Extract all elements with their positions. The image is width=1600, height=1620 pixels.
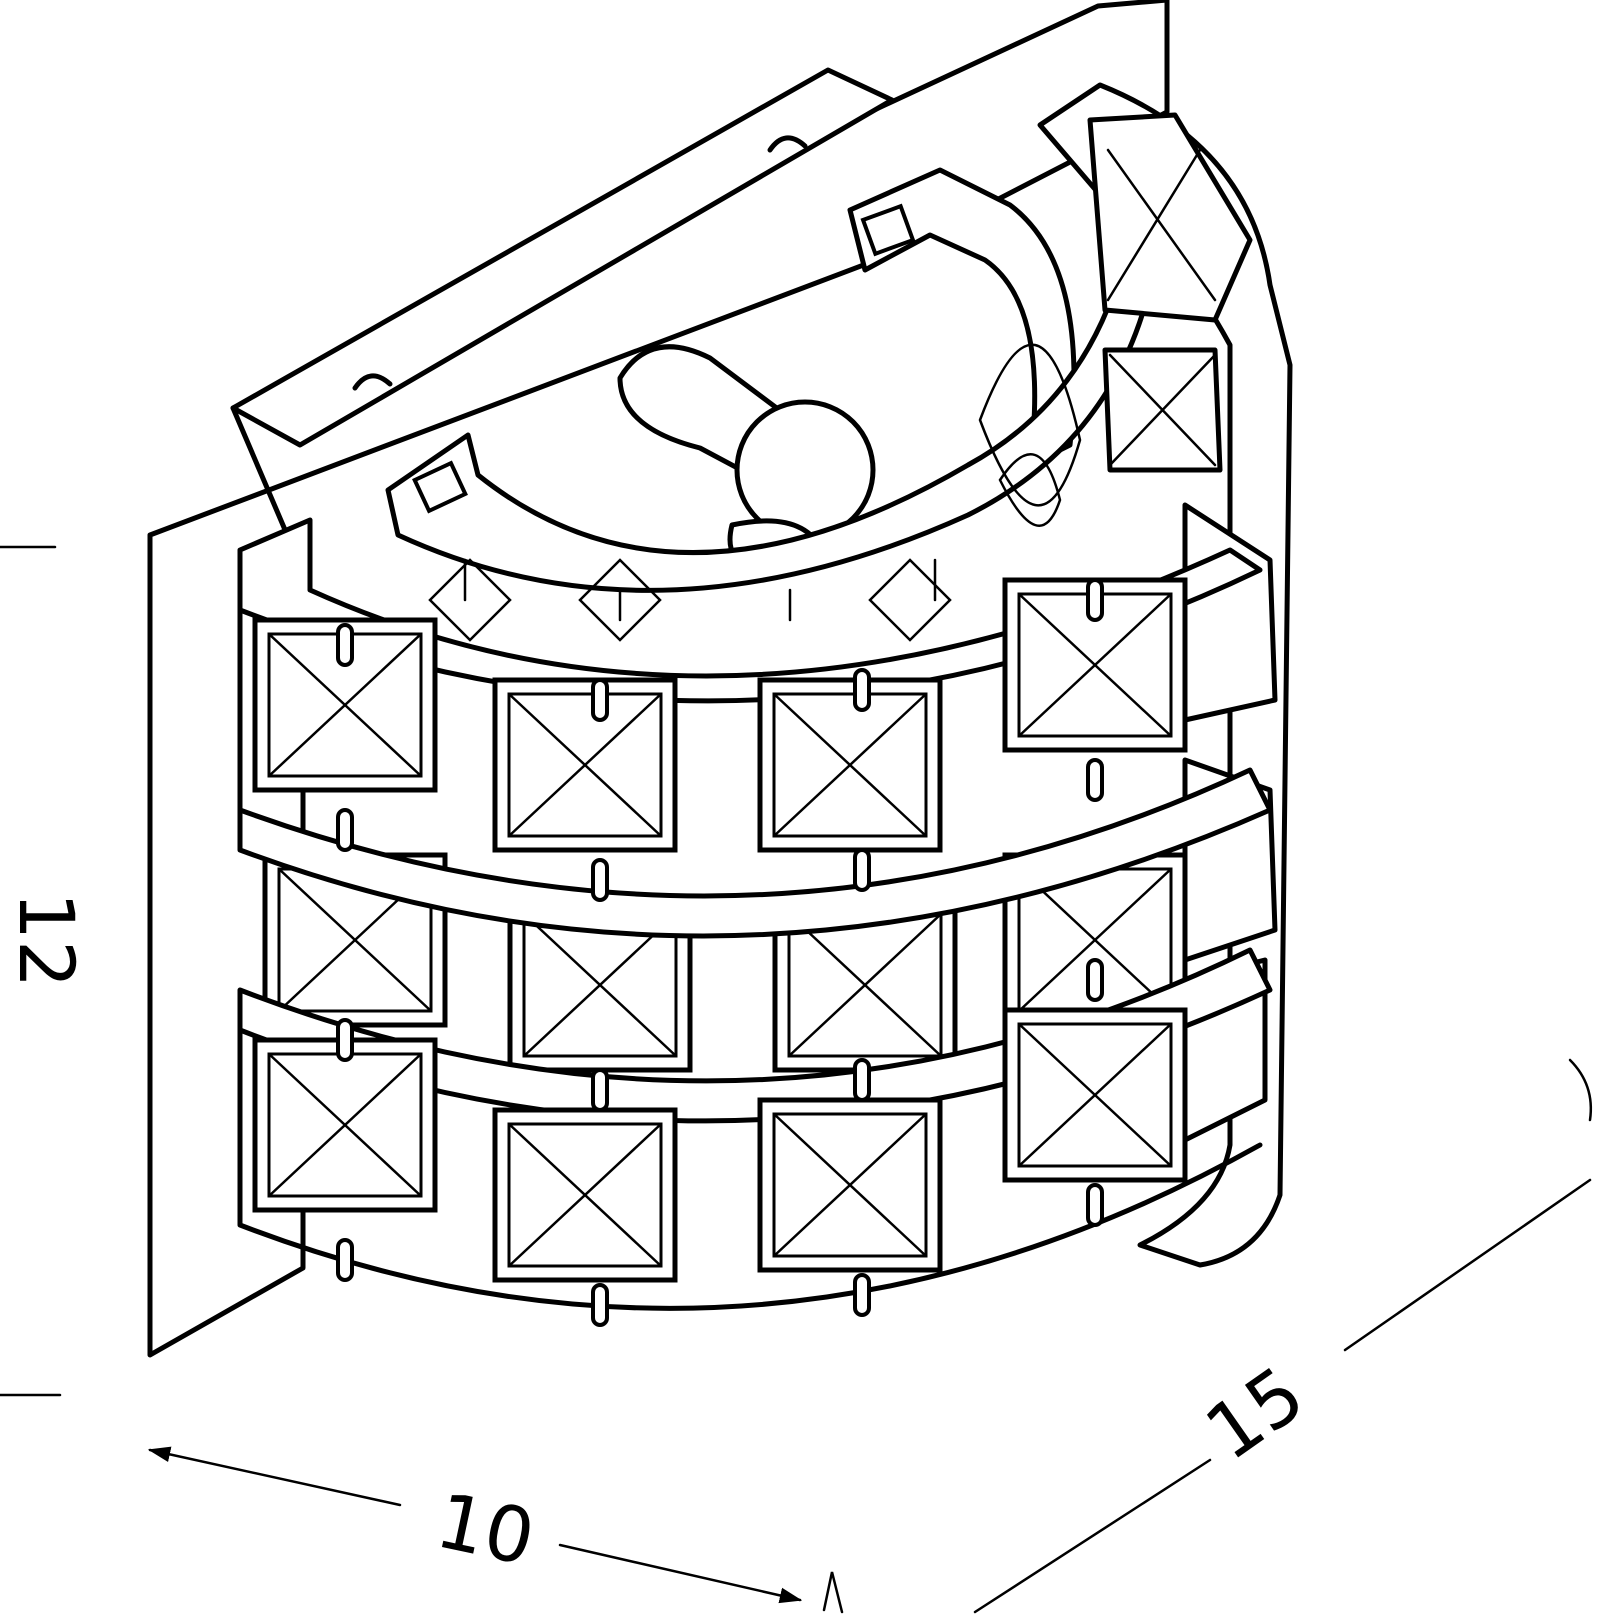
width-label: 10 [429, 1475, 542, 1582]
height-label: 12 [2, 892, 91, 989]
height-dimension: 12 [0, 545, 91, 1397]
inner-crystals [428, 343, 1082, 642]
crystal-row-top [255, 580, 1185, 850]
width-dimension: 10 [147, 1446, 803, 1604]
depth-label: 15 [1190, 1349, 1320, 1477]
crystal-row-bottom [255, 1010, 1185, 1280]
